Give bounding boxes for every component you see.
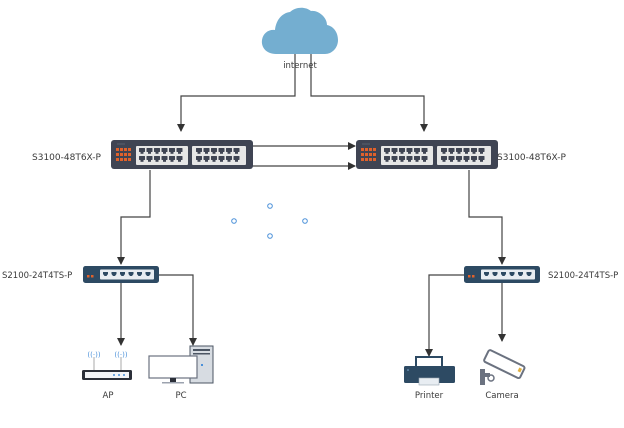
switch-6-port-icon — [83, 266, 159, 283]
printer-icon — [404, 356, 455, 386]
desktop-pc-icon — [148, 345, 214, 384]
node-ap[interactable]: ((·)) ((·)) AP — [82, 351, 132, 401]
node-access-left[interactable]: S2100-24T4TS-P — [2, 266, 159, 283]
internet-label: internet — [283, 61, 317, 71]
node-core-left[interactable]: S3100-48T6X-P — [32, 140, 253, 169]
access-point-icon: ((·)) ((·)) — [82, 351, 132, 380]
switch-48-port-icon — [111, 140, 253, 169]
selection-handle-top[interactable] — [267, 203, 273, 209]
selection-handles[interactable] — [231, 203, 308, 239]
svg-text:((·)): ((·)) — [87, 351, 100, 359]
switch-6-port-icon — [464, 266, 540, 283]
edge-core-right-access-right — [468, 170, 506, 265]
edge-access-right-printer — [425, 274, 465, 357]
camera-label: Camera — [485, 391, 518, 401]
switch-48-port-icon — [356, 140, 498, 169]
node-printer[interactable]: Printer — [404, 356, 455, 401]
cloud-icon — [261, 7, 338, 55]
ap-label: AP — [103, 391, 114, 401]
node-access-right[interactable]: S2100-24T4TS-P — [464, 266, 618, 283]
security-camera-icon — [480, 349, 526, 385]
node-pc[interactable]: PC — [148, 345, 214, 401]
access-right-label: S2100-24T4TS-P — [548, 271, 618, 281]
node-core-right[interactable]: S3100-48T6X-P — [356, 140, 567, 169]
edge-core-left-access-left — [117, 170, 151, 265]
core-right-label: S3100-48T6X-P — [497, 153, 567, 163]
pc-label: PC — [175, 391, 186, 401]
core-left-label: S3100-48T6X-P — [32, 153, 102, 163]
selection-handle-bottom[interactable] — [267, 233, 273, 239]
edge-internet-core-left — [177, 54, 296, 132]
edges — [117, 54, 506, 357]
node-camera[interactable]: Camera — [480, 349, 526, 401]
selection-handle-left[interactable] — [231, 218, 237, 224]
access-left-label: S2100-24T4TS-P — [2, 271, 72, 281]
printer-label: Printer — [415, 391, 444, 401]
svg-text:((·)): ((·)) — [114, 351, 127, 359]
node-internet[interactable]: internet — [261, 7, 338, 71]
selection-handle-right[interactable] — [302, 218, 308, 224]
edge-access-left-pc — [158, 274, 197, 346]
edge-internet-core-right — [310, 54, 428, 132]
